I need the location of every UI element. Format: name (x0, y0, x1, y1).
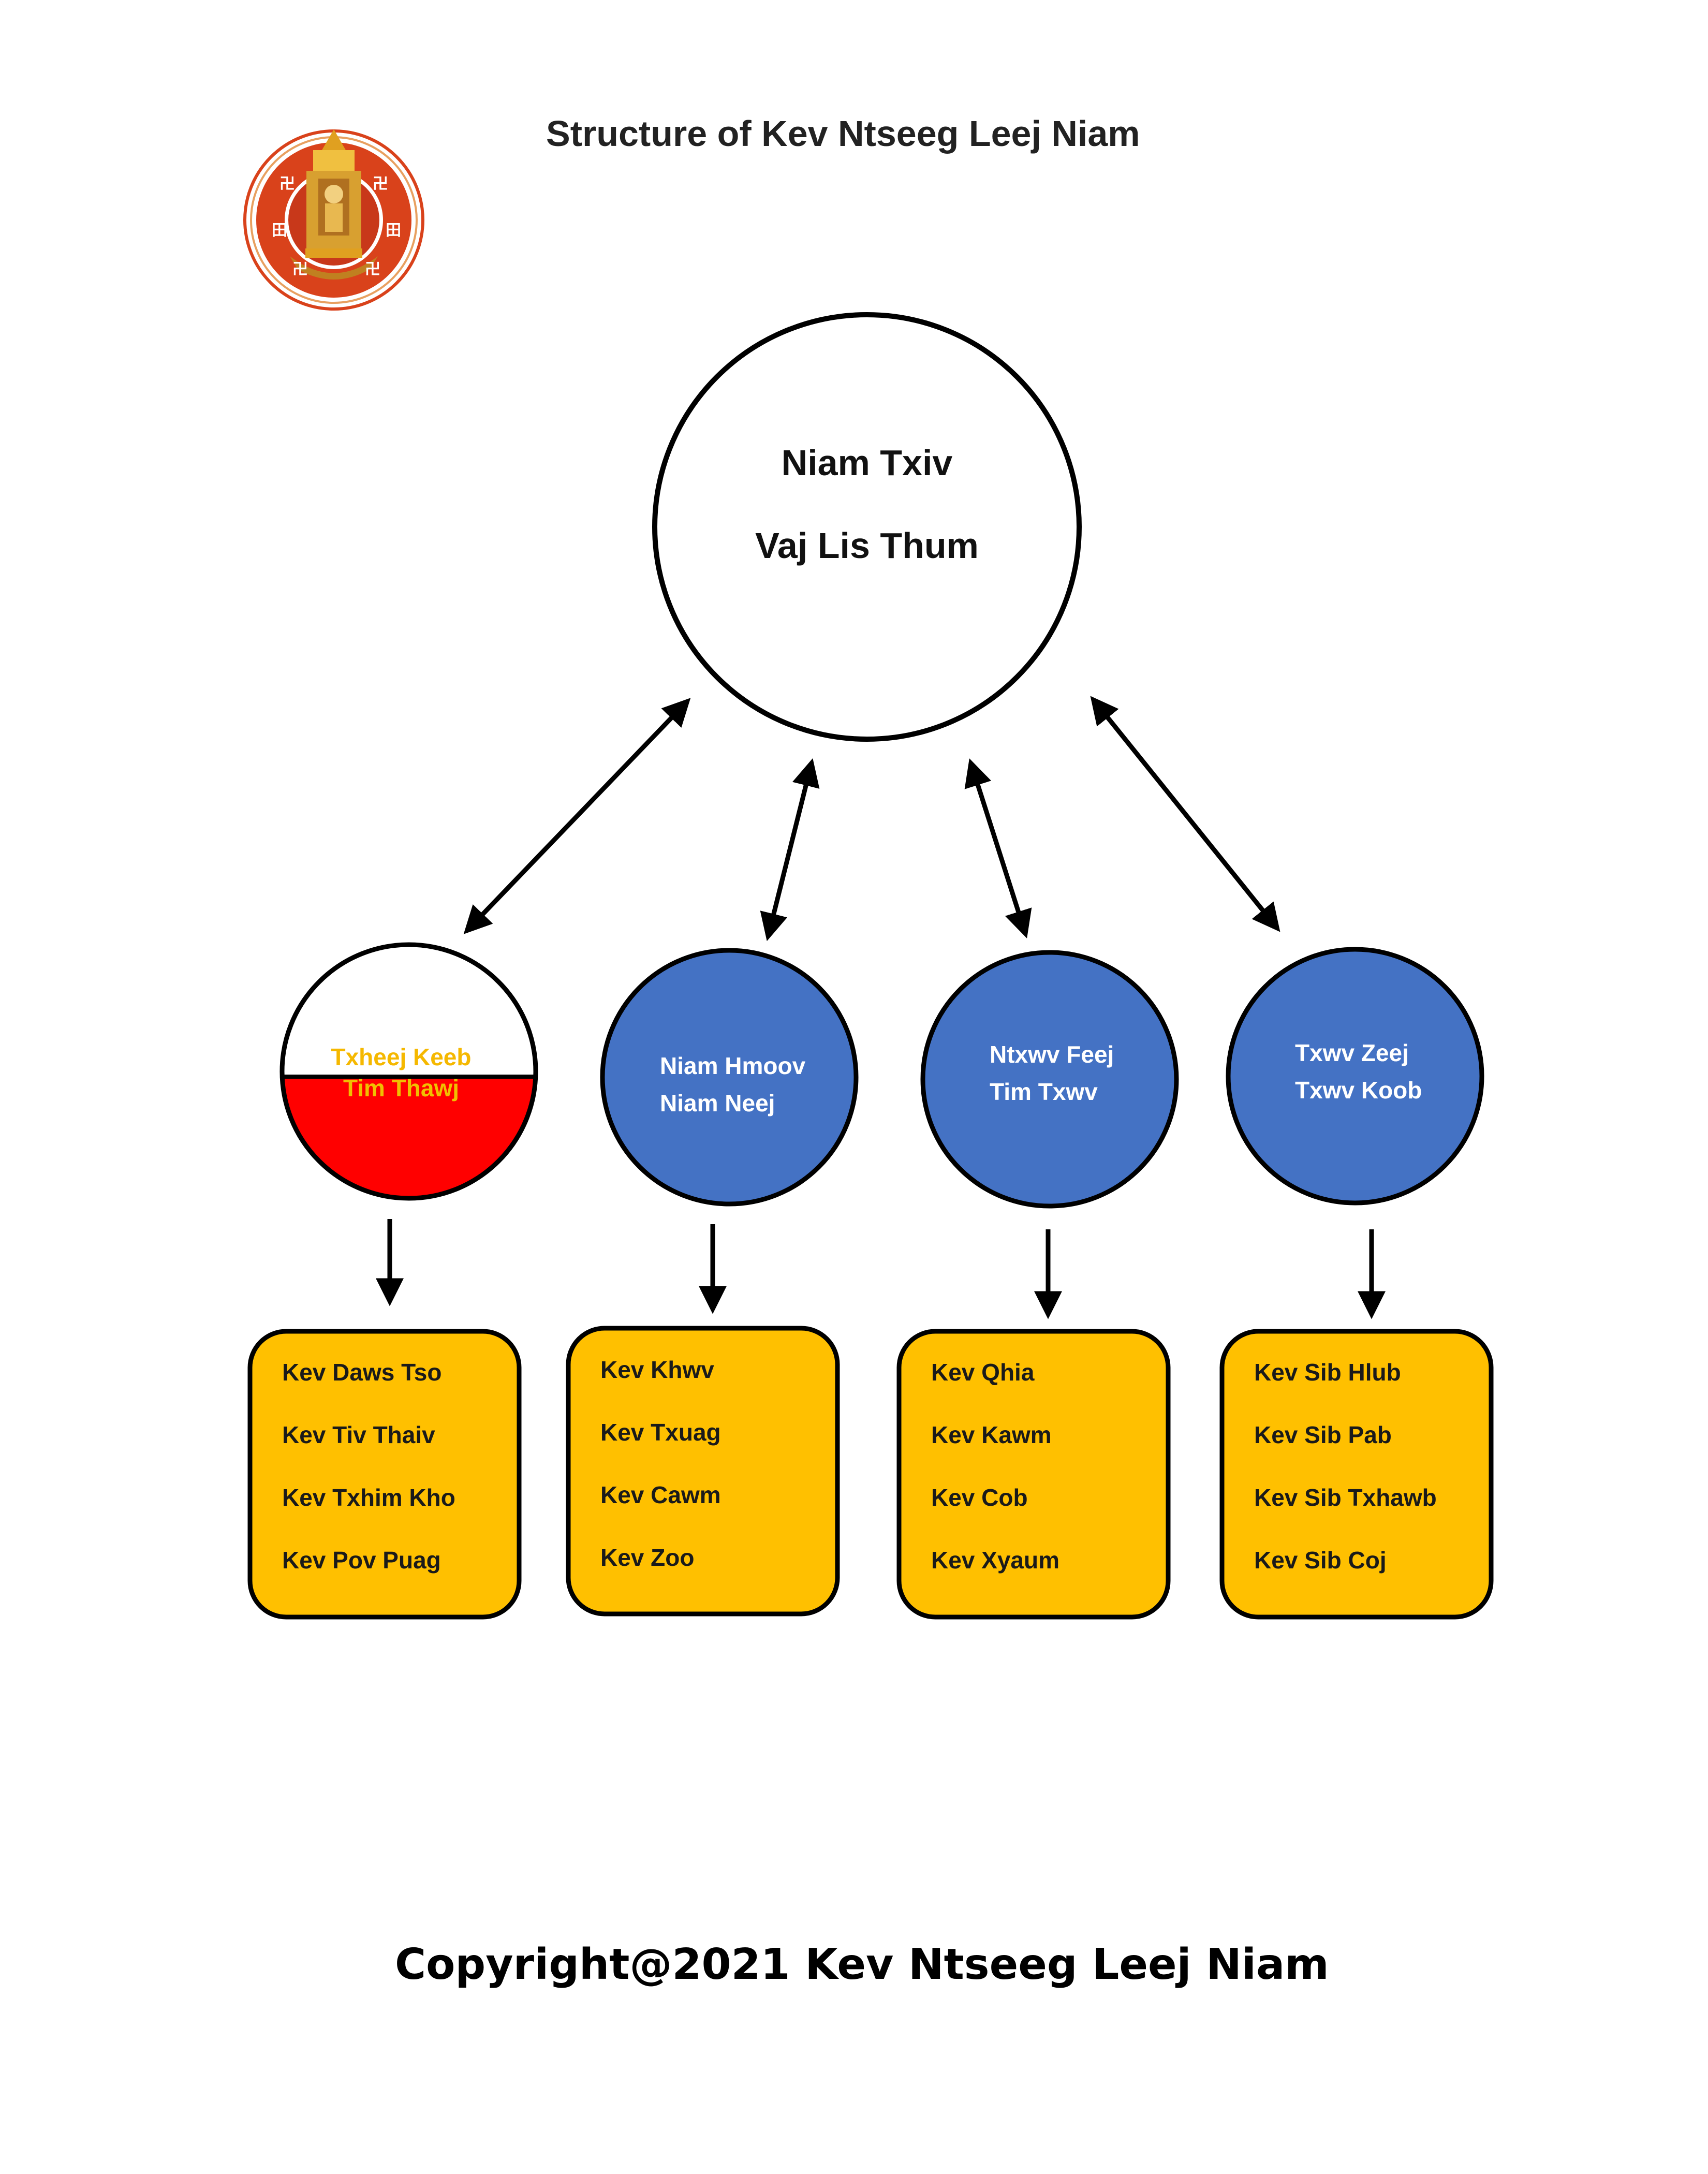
box-3-item-3: Kev Cob (931, 1484, 1028, 1511)
box-3: Kev Qhia Kev Kawm Kev Cob Kev Xyaum (896, 1329, 1171, 1620)
box-2-item-2: Kev Txuag (600, 1419, 721, 1446)
arrow-top-to-node-4 (1090, 696, 1280, 932)
node-2-line2: Niam Neej (660, 1090, 775, 1117)
svg-text:卍: 卍 (373, 175, 388, 193)
node-3-line1: Ntxwv Feej (990, 1041, 1114, 1068)
top-node-line2: Vaj Lis Thum (755, 525, 979, 566)
arrow-top-to-node-2 (760, 758, 820, 942)
copyright-text: Copyright@2021 Kev Ntseeg Leej Niam (395, 1940, 1329, 1989)
box-2-item-4: Kev Zoo (600, 1544, 694, 1571)
box-4-item-2: Kev Sib Pab (1254, 1421, 1392, 1448)
connector-arrows (463, 696, 1280, 942)
node-3: Ntxwv Feej Tim Txwv (920, 950, 1179, 1209)
box-4-item-4: Kev Sib Coj (1254, 1547, 1387, 1574)
node-3-line2: Tim Txwv (990, 1078, 1098, 1105)
arrow-top-to-node-3 (964, 758, 1032, 938)
box-1-item-3: Kev Txhim Kho (282, 1484, 455, 1511)
page-title: Structure of Kev Ntseeg Leej Niam (546, 113, 1140, 154)
box-1-item-2: Kev Tiv Thaiv (282, 1421, 435, 1448)
node-1-line2: Tim Thawj (343, 1075, 459, 1101)
box-3-item-2: Kev Kawm (931, 1421, 1052, 1448)
node-4-line1: Txwv Zeej (1295, 1039, 1409, 1066)
box-1-item-4: Kev Pov Puag (282, 1547, 441, 1574)
box-2-item-3: Kev Cawm (600, 1481, 721, 1508)
box-1: Kev Daws Tso Kev Tiv Thaiv Kev Txhim Kho… (247, 1329, 522, 1620)
svg-text:田: 田 (386, 222, 401, 240)
node-2: Niam Hmoov Niam Neej (600, 948, 859, 1207)
node-1: Txheej Keeb Tim Thawj (279, 942, 538, 1201)
node-4: Txwv Zeej Txwv Koob (1226, 947, 1484, 1206)
box-4: Kev Sib Hlub Kev Sib Pab Kev Sib Txhawb … (1219, 1329, 1494, 1620)
box-3-item-1: Kev Qhia (931, 1359, 1035, 1386)
top-node-line1: Niam Txiv (782, 443, 953, 483)
svg-text:田: 田 (272, 222, 287, 240)
svg-text:卍: 卍 (279, 175, 295, 193)
down-arrows (376, 1219, 1386, 1319)
temple-emblem-icon: 卍 卍 田 田 卍 卍 (243, 129, 424, 311)
svg-text:卍: 卍 (365, 260, 380, 278)
node-4-line2: Txwv Koob (1295, 1077, 1422, 1104)
box-2-item-1: Kev Khwv (600, 1356, 714, 1383)
box-4-item-1: Kev Sib Hlub (1254, 1359, 1401, 1386)
box-1-item-1: Kev Daws Tso (282, 1359, 441, 1386)
box-3-item-4: Kev Xyaum (931, 1547, 1059, 1574)
box-2: Kev Khwv Kev Txuag Kev Cawm Kev Zoo (566, 1326, 840, 1617)
box-4-item-3: Kev Sib Txhawb (1254, 1484, 1437, 1511)
node-1-line1: Txheej Keeb (331, 1044, 472, 1070)
arrow-top-to-node-1 (463, 698, 691, 934)
top-node: Niam Txiv Vaj Lis Thum (652, 312, 1082, 742)
node-2-line1: Niam Hmoov (660, 1052, 806, 1079)
svg-text:卍: 卍 (292, 260, 308, 278)
